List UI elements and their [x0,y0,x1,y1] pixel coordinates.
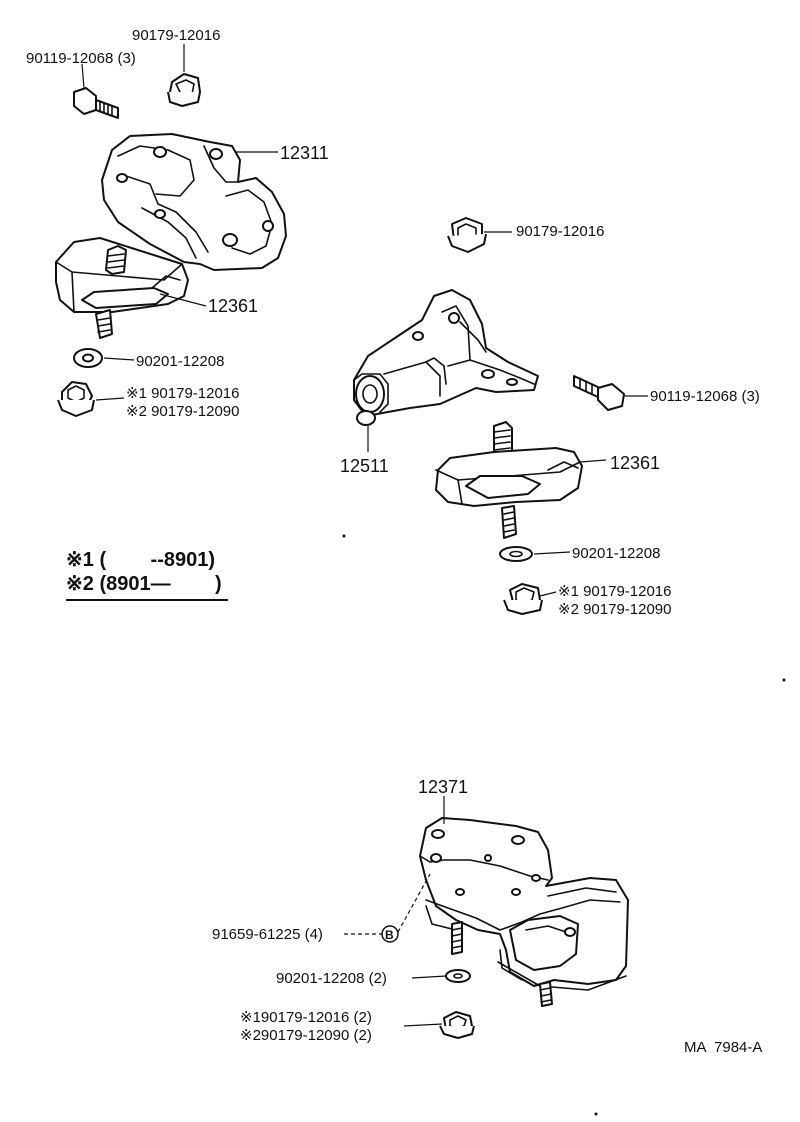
label-nut-rear-2: ※290179-12090 (2) [240,1027,372,1044]
leader-nut-rear [403,1023,443,1027]
leader-top-bolt [81,63,85,89]
washer-rear [445,969,471,983]
bolt-marker-b: B [381,925,399,943]
label-nut-right-top: 90179-12016 [516,223,604,240]
label-nut-rear-1: ※190179-12016 (2) [240,1009,372,1026]
leader-washer-rear [411,975,447,979]
rear-engine-mount [419,817,629,1007]
insulator-left [55,237,189,339]
flange-nut-left [57,381,95,417]
engine-mount-bracket-right [353,289,539,426]
insulator-right [435,421,583,539]
legend-note-1: ※1 ( --8901) [66,549,215,571]
figure-code: MA 7984-A [684,1039,762,1056]
washer-right [499,546,533,562]
label-nut-right-1: ※1 90179-12016 [558,583,672,600]
label-nut-right-2: ※2 90179-12090 [558,601,672,618]
label-top-nut: 90179-12016 [132,27,220,44]
speck [594,1112,598,1116]
bolt-top-left [73,87,119,119]
label-rear-mount: 12371 [418,777,468,797]
leader-bolt-rear-a [397,873,431,933]
label-washer-rear: 90201-12208 (2) [276,970,387,987]
flange-nut-top [167,73,201,107]
label-washer-left: 90201-12208 [136,353,224,370]
label-bracket-right: 12511 [340,456,389,476]
speck [782,678,786,682]
leader-insulator-right [579,459,607,463]
leader-nut-right [539,591,557,597]
flange-nut-right-top [447,217,487,253]
engine-mount-bracket-left [101,133,287,271]
label-insulator-left: 12361 [208,296,258,316]
flange-nut-rear [439,1011,475,1039]
leader-washer-right [533,551,571,555]
legend-note-2: ※2 (8901— ) [66,573,222,595]
legend-applicability: ※1 ( --8901) ※2 (8901— ) [66,549,228,601]
label-nut-left-1: ※1 90179-12016 [126,385,240,402]
washer-left [73,348,103,368]
label-nut-left-2: ※2 90179-12090 [126,403,240,420]
flange-nut-right-bottom [503,583,543,615]
leader-nut-left [95,397,125,401]
speck [342,534,346,538]
label-bolt-rear: 91659-61225 (4) [212,926,323,943]
label-top-bolt: 90119-12068 (3) [26,50,136,67]
label-bolt-right: 90119-12068 (3) [650,388,760,405]
bolt-marker-b-text: B [385,928,394,942]
bolt-right [573,375,625,411]
leader-washer-left [103,357,135,361]
label-insulator-right: 12361 [610,453,660,473]
label-bracket-left: 12311 [280,143,329,163]
leader-insulator-left [159,293,207,307]
label-washer-right: 90201-12208 [572,545,660,562]
